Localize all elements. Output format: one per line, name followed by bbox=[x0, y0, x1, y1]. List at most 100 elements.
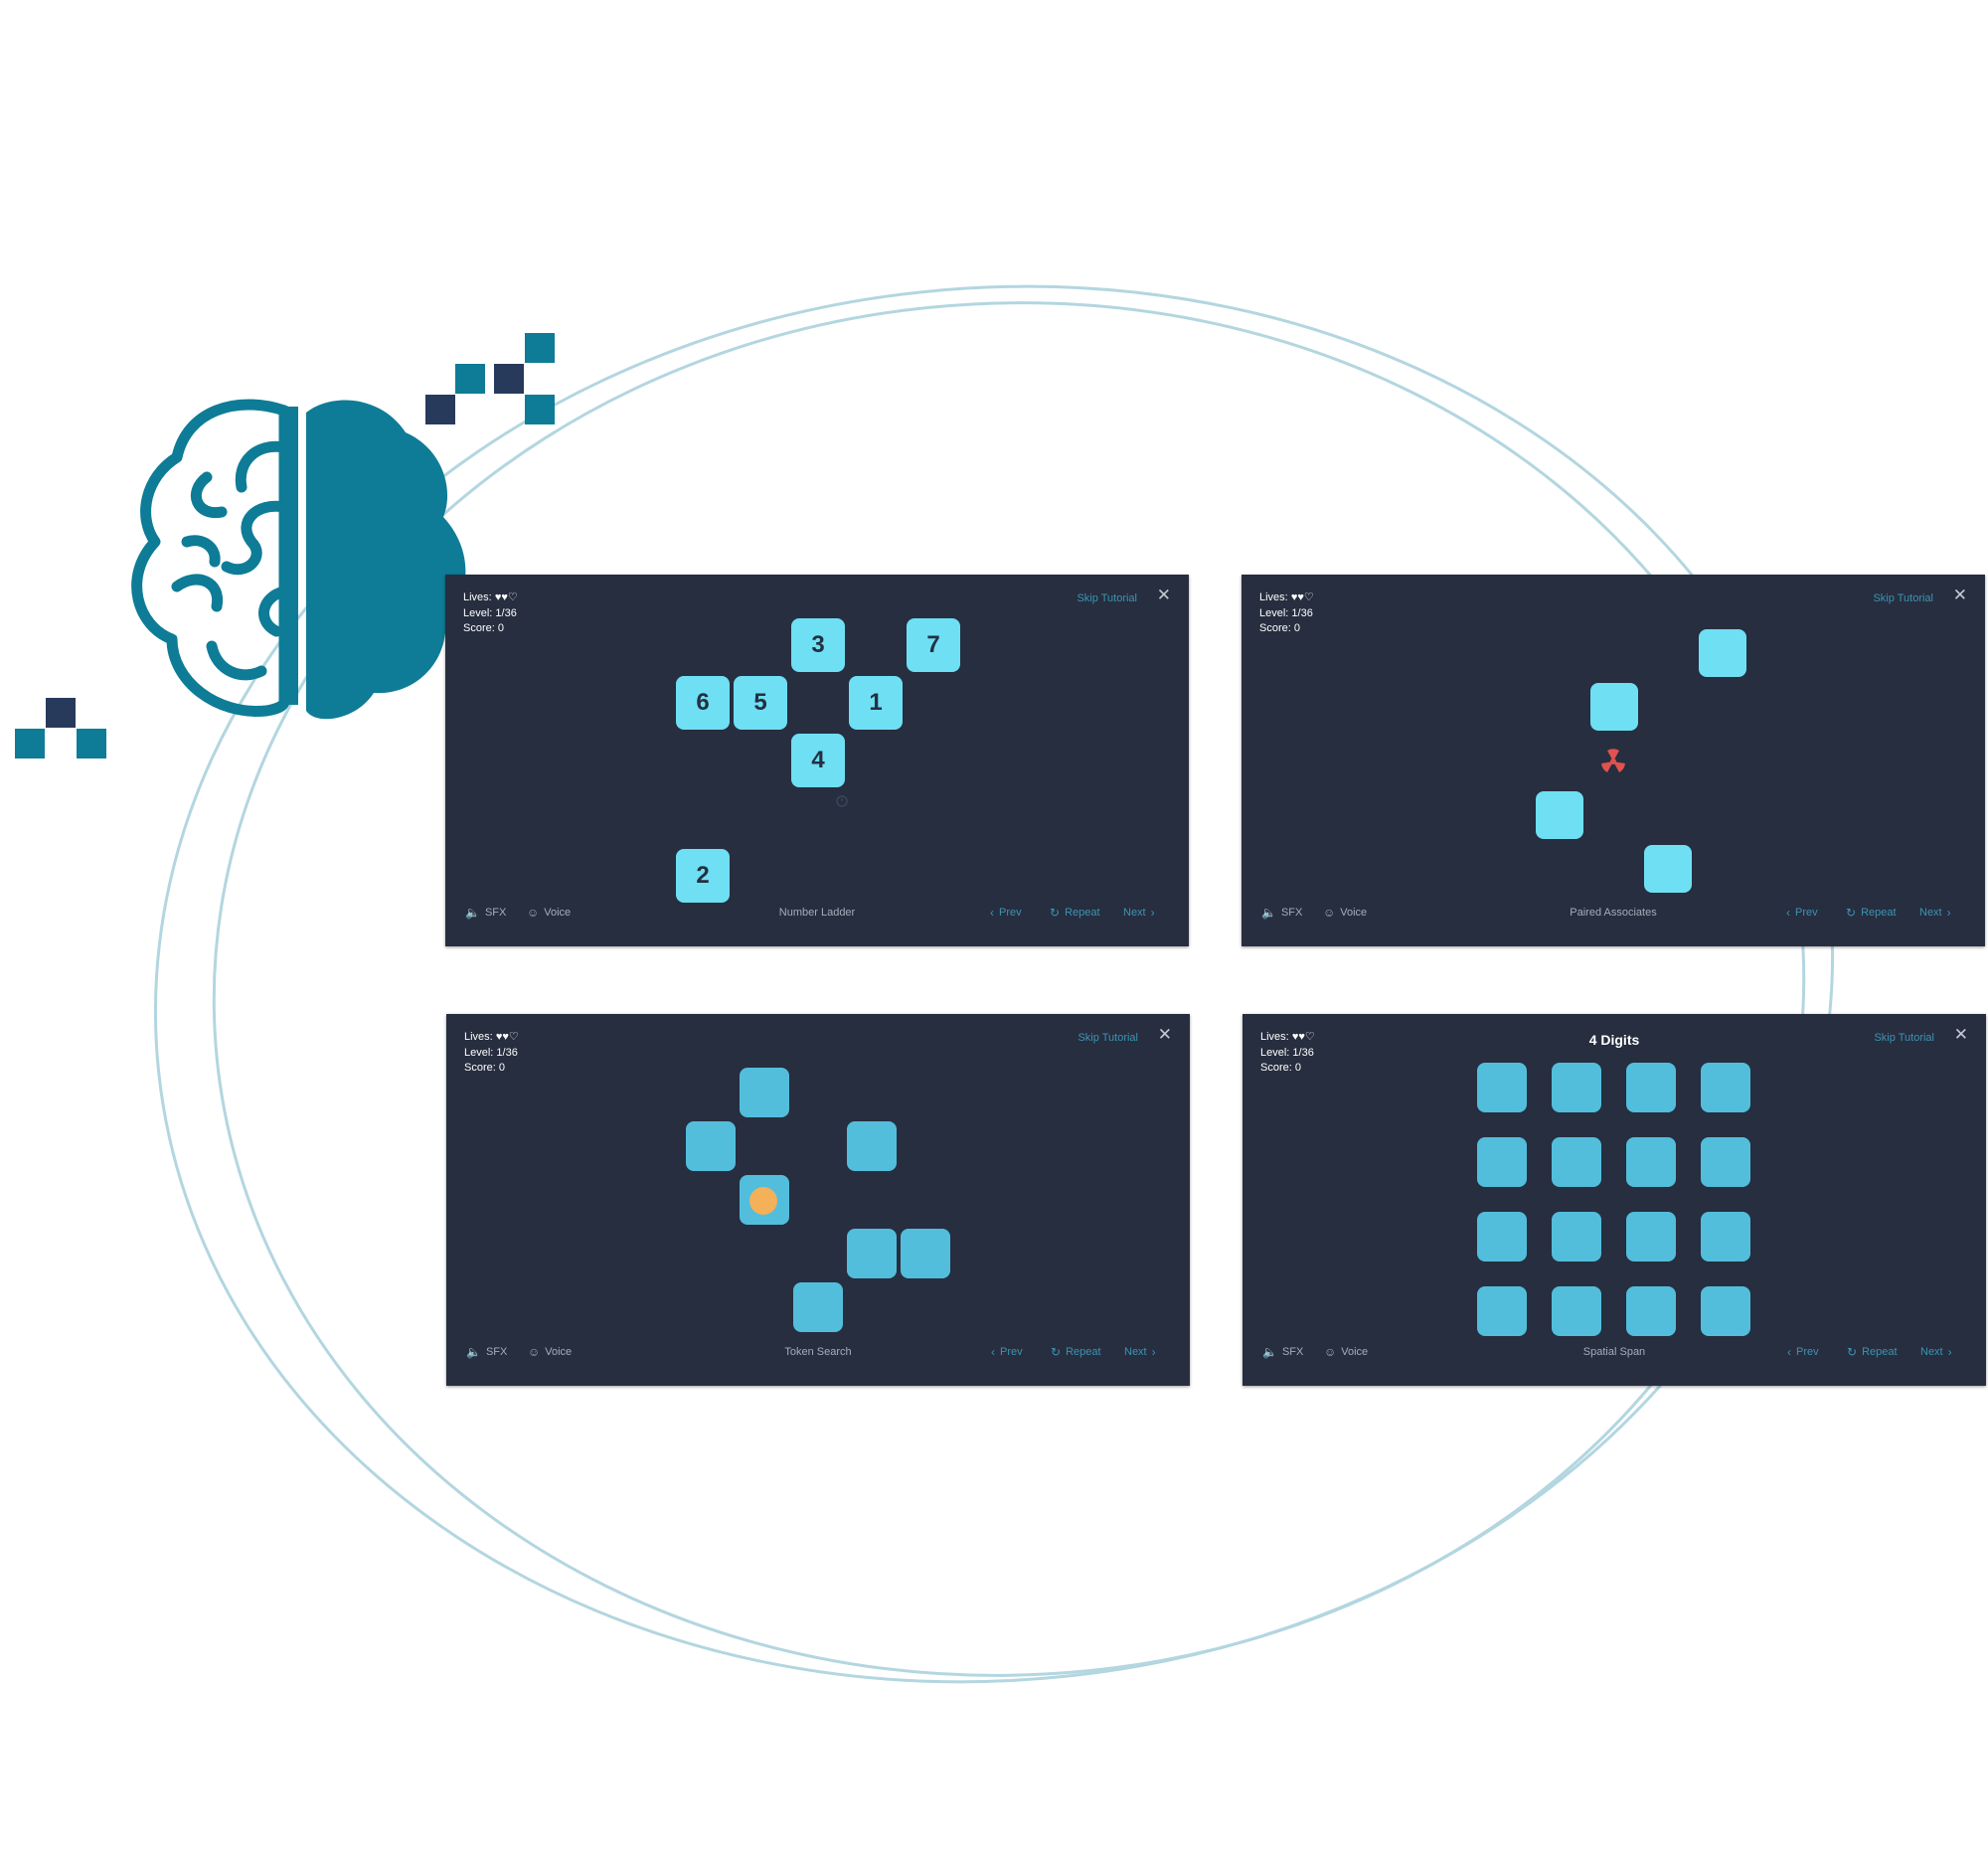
grid-box[interactable] bbox=[1626, 1286, 1676, 1336]
panel-footer: 🔈SFX ☺Voice Token Search ‹Prev ↻Repeat N… bbox=[446, 1346, 1190, 1362]
grid-box[interactable] bbox=[1701, 1212, 1750, 1262]
number-tile[interactable]: 4 bbox=[791, 734, 845, 787]
repeat-button[interactable]: ↻Repeat bbox=[1846, 907, 1897, 919]
grid-box[interactable] bbox=[1477, 1063, 1527, 1112]
next-button[interactable]: Next› bbox=[1124, 1346, 1156, 1358]
panel-spatial-span: Lives: ♥♥♡ Level: 1/36 Score: 0 4 Digits… bbox=[1242, 1014, 1986, 1386]
pixel-square bbox=[77, 729, 106, 758]
game-name: Number Ladder bbox=[778, 907, 856, 919]
score-value: 0 bbox=[1293, 622, 1300, 634]
pixel-square bbox=[425, 395, 455, 424]
speaker-icon: 🔈 bbox=[466, 1345, 481, 1359]
memory-box[interactable] bbox=[1699, 629, 1746, 677]
voice-label: Voice bbox=[1341, 1346, 1369, 1358]
grid-box[interactable] bbox=[1477, 1137, 1527, 1187]
repeat-button[interactable]: ↻Repeat bbox=[1847, 1346, 1898, 1358]
memory-box[interactable] bbox=[1536, 791, 1583, 839]
game-stats: Lives: ♥♥♡ Level: 1/36 Score: 0 bbox=[1259, 590, 1314, 637]
grid-box[interactable] bbox=[1552, 1286, 1601, 1336]
close-icon[interactable]: ✕ bbox=[1952, 586, 1967, 604]
grid-box[interactable] bbox=[1626, 1063, 1676, 1112]
grid-box[interactable] bbox=[1701, 1063, 1750, 1112]
next-button[interactable]: Next› bbox=[1919, 907, 1951, 919]
search-box[interactable] bbox=[901, 1229, 950, 1278]
next-label: Next bbox=[1123, 907, 1146, 919]
number-tile[interactable]: 5 bbox=[734, 676, 787, 730]
prev-button[interactable]: ‹Prev bbox=[1786, 907, 1818, 919]
prev-button[interactable]: ‹Prev bbox=[1787, 1346, 1819, 1358]
search-box[interactable] bbox=[686, 1121, 736, 1171]
token-marker bbox=[749, 1187, 777, 1215]
search-box[interactable] bbox=[740, 1175, 789, 1225]
speaker-icon: 🔈 bbox=[465, 906, 480, 920]
chevron-left-icon: ‹ bbox=[991, 1345, 995, 1359]
pixel-square bbox=[15, 729, 45, 758]
number-tile[interactable]: 1 bbox=[849, 676, 903, 730]
grid-box[interactable] bbox=[1701, 1286, 1750, 1336]
search-box[interactable] bbox=[793, 1282, 843, 1332]
sfx-toggle[interactable]: 🔈SFX bbox=[465, 907, 506, 919]
skip-tutorial-link[interactable]: Skip Tutorial bbox=[1873, 592, 1933, 604]
speaker-icon: 🔈 bbox=[1261, 906, 1276, 920]
voice-label: Voice bbox=[1340, 907, 1368, 919]
number-tile[interactable]: 2 bbox=[676, 849, 730, 903]
repeat-button[interactable]: ↻Repeat bbox=[1051, 1346, 1101, 1358]
grid-box[interactable] bbox=[1477, 1212, 1527, 1262]
score-value: 0 bbox=[497, 622, 504, 634]
pixel-square bbox=[494, 364, 524, 394]
level-label: Level: bbox=[1259, 606, 1289, 619]
voice-label: Voice bbox=[544, 907, 572, 919]
number-tile[interactable]: 6 bbox=[676, 676, 730, 730]
speaker-icon: 🔈 bbox=[1262, 1345, 1277, 1359]
close-icon[interactable]: ✕ bbox=[1953, 1025, 1968, 1044]
pixel-square bbox=[525, 395, 555, 424]
prev-label: Prev bbox=[999, 907, 1022, 919]
skip-tutorial-link[interactable]: Skip Tutorial bbox=[1874, 1032, 1934, 1044]
lives-label: Lives: bbox=[1259, 591, 1288, 603]
memory-box[interactable] bbox=[1644, 845, 1692, 893]
sfx-toggle[interactable]: 🔈SFX bbox=[466, 1346, 507, 1358]
chevron-right-icon: › bbox=[1151, 1345, 1156, 1359]
repeat-label: Repeat bbox=[1066, 1346, 1101, 1358]
memory-box[interactable] bbox=[1590, 683, 1638, 731]
pixel-square bbox=[455, 364, 485, 394]
grid-box[interactable] bbox=[1626, 1212, 1676, 1262]
grid-box[interactable] bbox=[1626, 1137, 1676, 1187]
voice-toggle[interactable]: ☺Voice bbox=[528, 1346, 572, 1358]
repeat-label: Repeat bbox=[1862, 1346, 1898, 1358]
panel-paired-associates: Lives: ♥♥♡ Level: 1/36 Score: 0 Skip Tut… bbox=[1242, 575, 1985, 946]
score-label: Score: bbox=[463, 622, 495, 634]
panel-footer: 🔈SFX ☺Voice Spatial Span ‹Prev ↻Repeat N… bbox=[1242, 1346, 1986, 1362]
grid-box[interactable] bbox=[1552, 1137, 1601, 1187]
voice-toggle[interactable]: ☺Voice bbox=[1324, 1346, 1368, 1358]
sfx-toggle[interactable]: 🔈SFX bbox=[1261, 907, 1302, 919]
voice-toggle[interactable]: ☺Voice bbox=[1323, 907, 1367, 919]
search-box[interactable] bbox=[847, 1229, 897, 1278]
level-label: Level: bbox=[464, 1046, 494, 1059]
prev-button[interactable]: ‹Prev bbox=[991, 1346, 1023, 1358]
next-button[interactable]: Next› bbox=[1123, 907, 1155, 919]
grid-box[interactable] bbox=[1552, 1063, 1601, 1112]
number-tile[interactable]: 3 bbox=[791, 618, 845, 672]
pixel-square bbox=[46, 698, 76, 728]
grid-box[interactable] bbox=[1701, 1137, 1750, 1187]
voice-toggle[interactable]: ☺Voice bbox=[527, 907, 571, 919]
next-button[interactable]: Next› bbox=[1920, 1346, 1952, 1358]
sfx-toggle[interactable]: 🔈SFX bbox=[1262, 1346, 1303, 1358]
score-label: Score: bbox=[464, 1062, 496, 1074]
panel-number-ladder: Lives: ♥♥♡ Level: 1/36 Score: 0 Skip Tut… bbox=[445, 575, 1189, 946]
grid-box[interactable] bbox=[1552, 1212, 1601, 1262]
search-box[interactable] bbox=[740, 1068, 789, 1117]
level-value: 1/36 bbox=[495, 606, 517, 619]
round-heading: 4 Digits bbox=[1588, 1032, 1640, 1048]
number-tile[interactable]: 7 bbox=[907, 618, 960, 672]
grid-box[interactable] bbox=[1477, 1286, 1527, 1336]
skip-tutorial-link[interactable]: Skip Tutorial bbox=[1077, 592, 1137, 604]
skip-tutorial-link[interactable]: Skip Tutorial bbox=[1077, 1032, 1138, 1044]
level-label: Level: bbox=[1260, 1046, 1290, 1059]
close-icon[interactable]: ✕ bbox=[1156, 586, 1171, 604]
prev-button[interactable]: ‹Prev bbox=[990, 907, 1022, 919]
repeat-button[interactable]: ↻Repeat bbox=[1050, 907, 1100, 919]
close-icon[interactable]: ✕ bbox=[1157, 1025, 1172, 1044]
search-box[interactable] bbox=[847, 1121, 897, 1171]
